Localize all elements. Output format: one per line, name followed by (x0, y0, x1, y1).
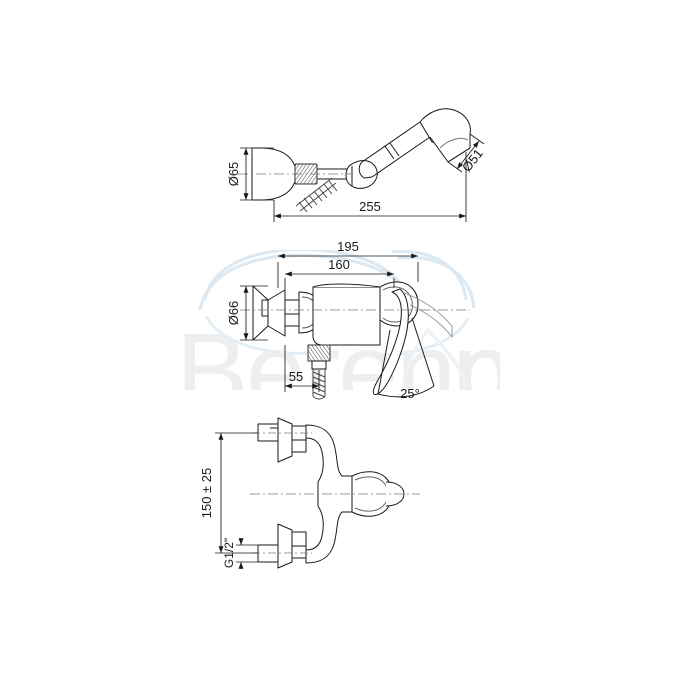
watermark-droplet-icon (402, 327, 466, 390)
dim-label-g12: G1/2" (222, 538, 236, 568)
dim-25deg: 25° (400, 386, 420, 401)
dim-g12: G1/2" (222, 538, 262, 569)
front-lower-inlet (257, 523, 307, 569)
watermark-brand-right: p (452, 310, 510, 431)
dim-label-160: 160 (328, 257, 350, 272)
dim-label-255: 255 (359, 199, 381, 214)
dim-label-150pm25: 150 ± 25 (199, 468, 214, 519)
dim-160: 160 (284, 257, 395, 290)
dim-dia65: Ø65 (226, 147, 274, 201)
front-upper-inlet (257, 417, 307, 463)
dim-195: 195 (277, 239, 419, 288)
dim-dia66: Ø66 (226, 285, 268, 341)
mixer-lever-swing-ghost (403, 292, 453, 338)
dim-150pm25: 150 ± 25 (199, 432, 258, 554)
dim-label-55: 55 (289, 369, 303, 384)
dim-label-dia66: Ø66 (226, 301, 241, 326)
handset-handle (358, 121, 431, 179)
mixer-body (312, 283, 381, 346)
dim-label-195: 195 (337, 239, 359, 254)
mixer-wall-flange (252, 285, 286, 341)
mixer-lever-handle (372, 288, 409, 395)
handset-coil-hose (295, 177, 338, 213)
dim-255: 255 (273, 152, 467, 222)
mixer-hose-outlet (307, 344, 331, 370)
front-inlet-centerlines (252, 432, 312, 554)
view-mixer-front (250, 417, 420, 569)
handset-spray-head (419, 108, 471, 163)
mixer-connector-nut (284, 299, 300, 327)
view-mixer-side (240, 281, 470, 400)
watermark-swoosh-lower (204, 315, 470, 357)
view-handset (238, 108, 471, 213)
mixer-outlet-angle-geometry (377, 317, 435, 398)
dim-label-dia65: Ø65 (226, 162, 241, 187)
dim-label-25deg: 25° (400, 386, 420, 401)
dim-55: 55 (284, 345, 320, 392)
